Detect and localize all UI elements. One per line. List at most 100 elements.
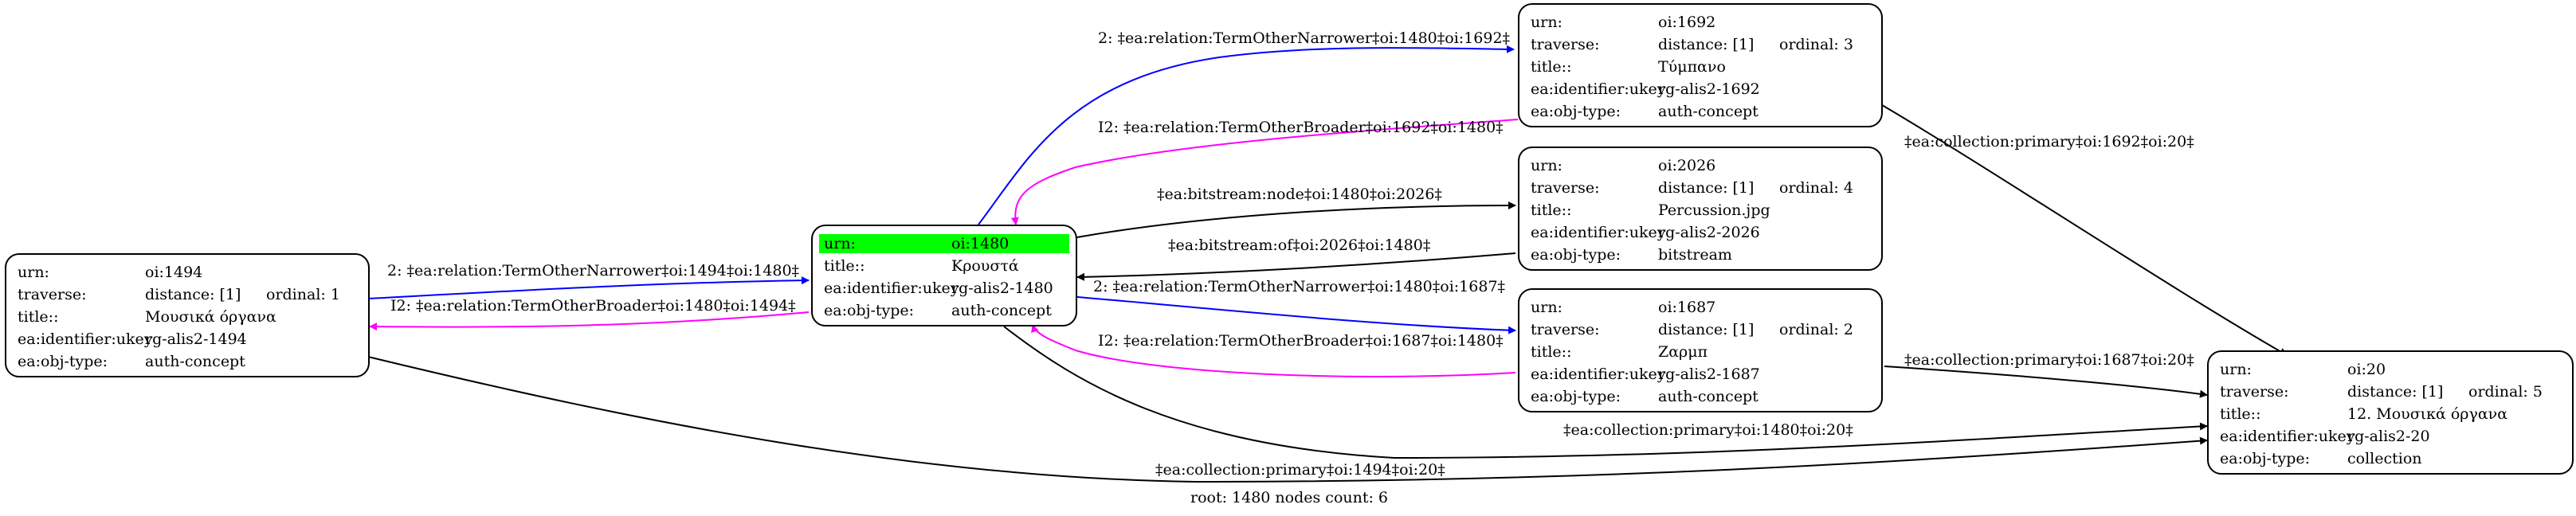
node-row: urn:oi:1692 <box>1519 11 1881 33</box>
edge-label-e1480-1692-narrower: 2: ‡ea:relation:TermOtherNarrower‡oi:148… <box>1098 29 1511 47</box>
row-key: title:: <box>1531 201 1572 219</box>
row-extra: ordinal: 2 <box>1779 321 1853 338</box>
node-oi-20[interactable]: urn: oi:20 traverse: distance: [1] ordinal: … <box>2207 350 2574 475</box>
edge-layer <box>367 45 2288 483</box>
row-key: ea:obj-type: <box>1531 103 1621 120</box>
node-row: ea:obj-type: bitstream <box>1519 244 1881 266</box>
edge-label-e1480-1494-broader: I2: ‡ea:relation:TermOtherBroader‡oi:148… <box>390 297 796 315</box>
row-value: oi:2026 <box>1658 157 1716 174</box>
row-value: oi:1494 <box>145 264 203 281</box>
edge-label-e1480-1687-narrower: 2: ‡ea:relation:TermOtherNarrower‡oi:148… <box>1093 278 1506 295</box>
node-row: urn:oi:1687 <box>1519 296 1881 319</box>
row-value: distance: [1] <box>1658 321 1755 338</box>
edge-e1480-2026-node <box>1076 201 1516 238</box>
row-key: traverse: <box>2220 383 2289 401</box>
edge-label-e1687-20-collection: ‡ea:collection:primary‡oi:1687‡oi:20‡ <box>1904 351 2194 369</box>
node-row: urn:oi:1494 <box>6 261 368 283</box>
row-value: Ζαρμπ <box>1658 343 1708 361</box>
row-value: Μουσικά όργανα <box>145 308 276 326</box>
row-extra: ordinal: 1 <box>266 286 340 303</box>
row-key: ea:identifier:ukey <box>1531 224 1666 241</box>
node-row: ea:obj-type:auth-concept <box>1519 100 1881 123</box>
edge-label-e1692-1480-broader: I2: ‡ea:relation:TermOtherBroader‡oi:169… <box>1098 119 1504 136</box>
edge-label-e1687-1480-broader: I2: ‡ea:relation:TermOtherBroader‡oi:168… <box>1098 332 1504 350</box>
row-key: ea:obj-type: <box>18 353 108 370</box>
row-value: oi:20 <box>2347 361 2386 378</box>
node-row: traverse: distance: [1] ordinal: 4 <box>1519 177 1881 199</box>
edge-e1692-20-collection <box>1868 96 2288 356</box>
row-key: ea:identifier:ukey <box>1531 80 1666 98</box>
row-value: Τύμπανο <box>1658 58 1726 76</box>
row-value: 12. Μουσικά όργανα <box>2347 405 2508 423</box>
edge-label-e1692-20-collection: ‡ea:collection:primary‡oi:1692‡oi:20‡ <box>1904 133 2194 150</box>
row-value: distance: [1] <box>145 286 241 303</box>
edge-e1480-1494-broader <box>369 311 810 331</box>
edge-label-e2026-1480-of: ‡ea:bitstream:of‡oi:2026‡oi:1480‡ <box>1168 236 1431 254</box>
node-row: ea:obj-type:collection <box>2209 448 2572 470</box>
row-key: urn: <box>2220 361 2252 378</box>
row-value: bitstream <box>1658 246 1732 264</box>
edge-label-e1480-20-collection: ‡ea:collection:primary‡oi:1480‡oi:20‡ <box>1563 421 1853 439</box>
row-value: rg-alis2-20 <box>2347 428 2430 445</box>
row-key: traverse: <box>18 286 87 303</box>
node-row: traverse:distance: [1]ordinal: 3 <box>1519 33 1881 56</box>
row-value: distance: [1] <box>2347 383 2444 401</box>
row-extra: ordinal: 4 <box>1779 179 1853 197</box>
row-key: traverse: <box>1531 36 1600 53</box>
node-oi-1494[interactable]: urn:oi:1494 traverse: distance: [1] ordinal… <box>5 253 370 377</box>
node-row: title::12. Μουσικά όργανα <box>2209 403 2572 425</box>
row-value: oi:1692 <box>1658 14 1716 31</box>
row-value: auth-concept <box>1658 388 1759 405</box>
node-row: traverse: distance: [1] ordinal: 1 <box>6 283 368 306</box>
edge-label-e1480-2026-node: ‡ea:bitstream:node‡oi:1480‡oi:2026‡ <box>1157 186 1442 203</box>
row-value: rg-alis2-1494 <box>145 330 247 348</box>
node-row: title::Κρουστά <box>813 255 1076 277</box>
node-row: ea:obj-type:auth-concept <box>1519 385 1881 408</box>
row-key: title:: <box>18 308 59 326</box>
row-key: traverse: <box>1531 179 1600 197</box>
edge-e1494-1480-narrower <box>367 276 810 299</box>
row-key: ea:identifier:ukey <box>2220 428 2355 445</box>
node-row: traverse: distance: [1] ordinal: 5 <box>2209 381 2572 403</box>
node-row: urn: oi:20 <box>2209 358 2572 381</box>
node-row: title::Μουσικά όργανα <box>6 306 368 328</box>
edge-e1494-20-collection <box>367 356 2208 483</box>
row-key: title:: <box>1531 58 1572 76</box>
row-extra: ordinal: 5 <box>2468 383 2543 401</box>
row-key: title:: <box>2220 405 2261 423</box>
edge-label-e1494-1480-narrower: 2: ‡ea:relation:TermOtherNarrower‡oi:149… <box>387 262 800 280</box>
row-value: Κρουστά <box>951 257 1019 275</box>
row-value: rg-alis2-1480 <box>951 280 1053 297</box>
row-value: Percussion.jpg <box>1658 201 1770 219</box>
edge-e1687-20-collection <box>1884 366 2208 398</box>
row-key: ea:identifier:ukey <box>18 330 153 348</box>
row-value: oi:1480 <box>951 235 1010 252</box>
edge-e1687-1480-broader <box>1031 324 1516 377</box>
row-key: ea:obj-type: <box>1531 246 1621 264</box>
node-row: title::Percussion.jpg <box>1519 199 1881 221</box>
row-value: auth-concept <box>951 302 1052 319</box>
node-row: ea:obj-type:auth-concept <box>6 350 368 373</box>
row-key: title:: <box>824 257 865 275</box>
row-value: rg-alis2-1692 <box>1658 80 1760 98</box>
node-row: traverse:distance: [1]ordinal: 2 <box>1519 319 1881 341</box>
row-value: rg-alis2-1687 <box>1658 366 1760 383</box>
root-highlight <box>819 234 1069 253</box>
row-value: collection <box>2347 450 2422 467</box>
node-row: title::Τύμπανο <box>1519 56 1881 78</box>
edge-e1480-1692-narrower <box>978 45 1515 225</box>
row-value: distance: [1] <box>1658 36 1755 53</box>
row-value: oi:1687 <box>1658 299 1716 316</box>
graph-footer: root: 1480 nodes count: 6 <box>1190 489 1389 506</box>
row-value: distance: [1] <box>1658 179 1755 197</box>
row-key: ea:obj-type: <box>824 302 915 319</box>
